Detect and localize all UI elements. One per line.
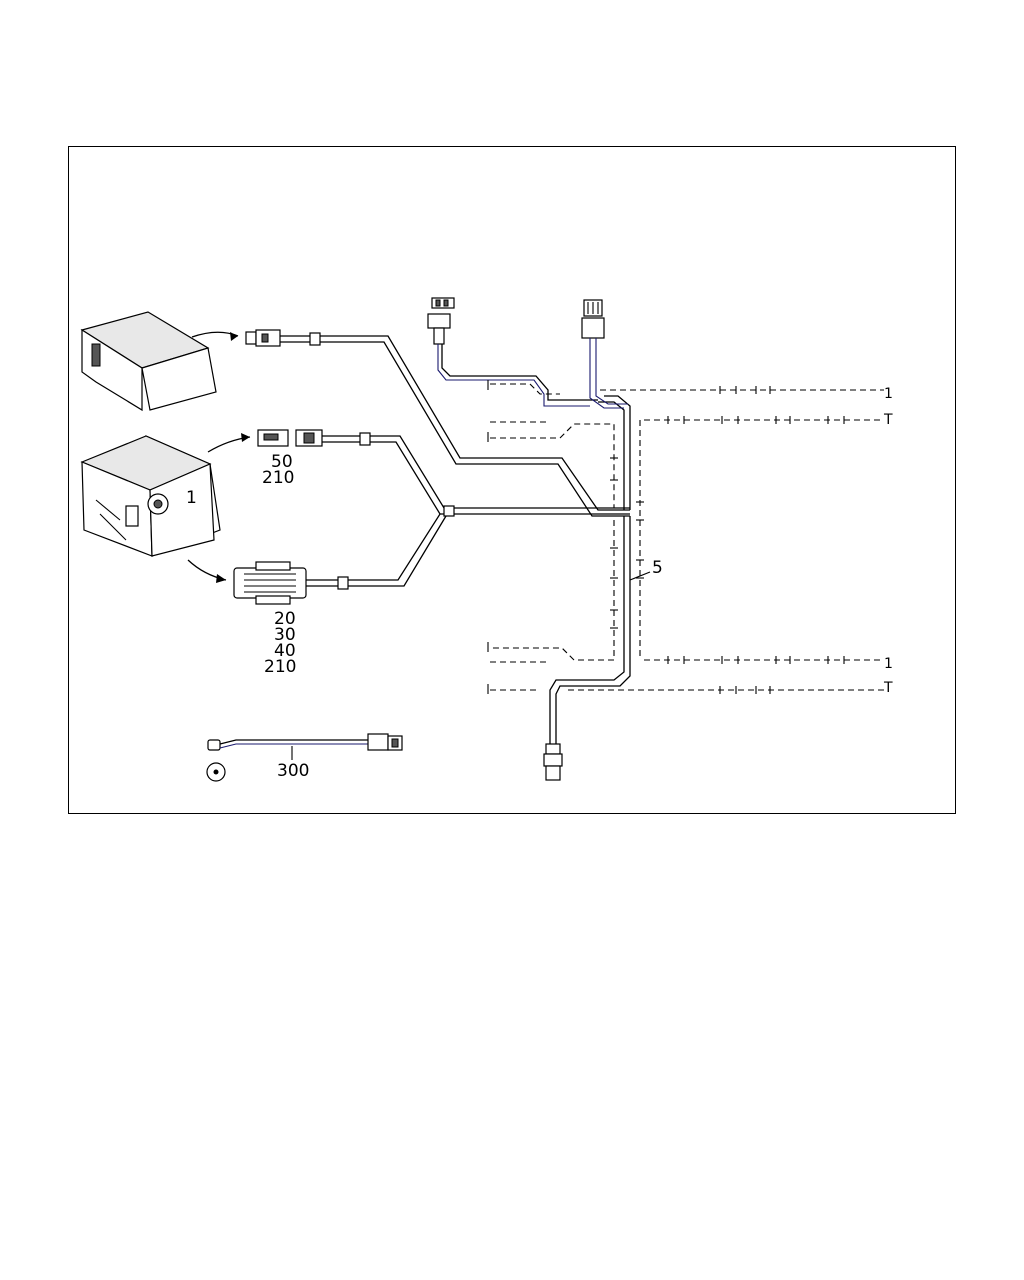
wire-top-small <box>437 344 590 407</box>
label-210-upper: 210 <box>262 468 294 488</box>
leader-5 <box>629 571 651 581</box>
label-30: 30 <box>274 625 296 645</box>
end-mark-T-bottom: T <box>883 680 893 696</box>
harness-wires <box>280 332 631 744</box>
wire-top-multipin <box>589 338 624 409</box>
connector-lower-multipin <box>233 561 307 605</box>
label-50: 50 <box>271 452 293 472</box>
connector-top-plug <box>245 329 281 347</box>
label-210-lower: 210 <box>264 657 296 677</box>
label-40: 40 <box>274 641 296 661</box>
unit-label: 1 <box>186 488 197 508</box>
dashed-wiring <box>487 380 884 694</box>
label-ground-300: 300 <box>277 761 309 781</box>
ground-cable <box>206 733 403 782</box>
end-mark-T-top: T <box>883 412 893 428</box>
connector-top-small <box>427 297 455 345</box>
label-20: 20 <box>274 609 296 629</box>
control-box-upper <box>80 311 217 412</box>
end-mark-1-bottom: 1 <box>884 656 893 672</box>
label-harness-5: 5 <box>652 558 663 578</box>
connector-bottom <box>543 743 563 781</box>
diagram-frame <box>68 146 956 814</box>
end-mark-1-top: 1 <box>884 386 893 402</box>
connector-top-multipin <box>581 299 605 339</box>
connector-upper-socket <box>257 429 323 447</box>
main-unit <box>80 435 221 557</box>
